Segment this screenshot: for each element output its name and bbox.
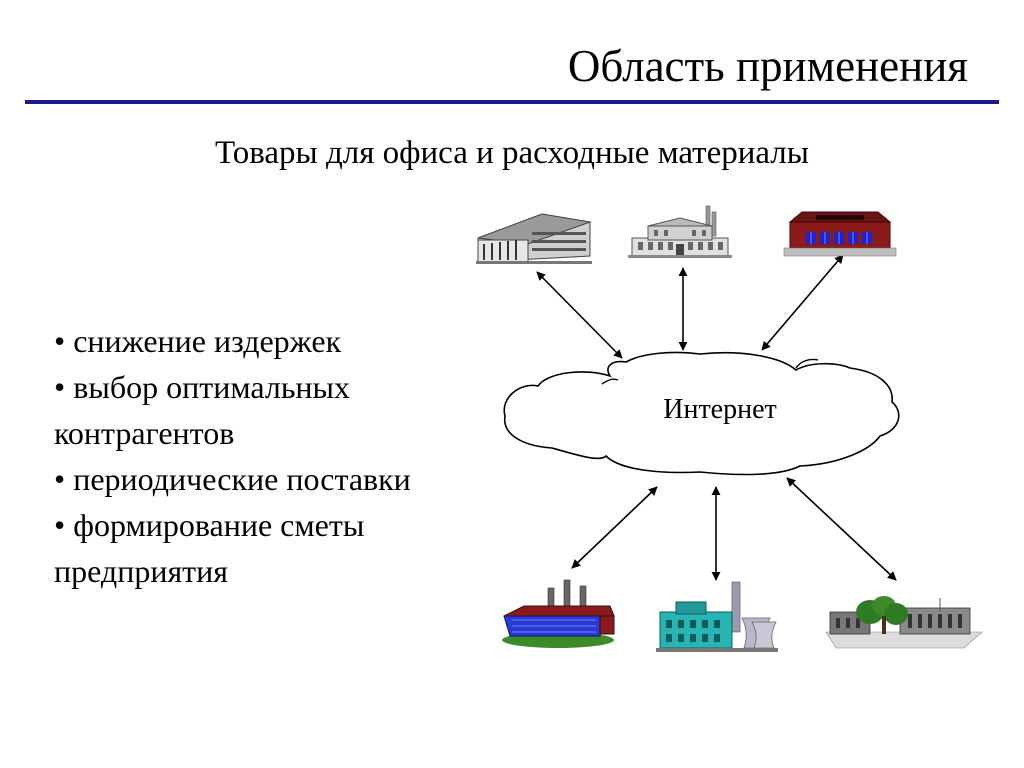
arrow-top-left (536, 271, 623, 359)
bullet-item: периодические поставки (54, 456, 514, 502)
factory-with-chimneys-icon (628, 205, 732, 258)
campus-building-icon (825, 596, 983, 649)
slide-subtitle: Товары для офиса и расходные материалы (215, 135, 809, 171)
bullet-item: снижение издержек (54, 318, 514, 364)
arrow-bottom-right (786, 477, 897, 581)
red-brick-building-icon (783, 211, 897, 257)
bullet-item: формирование сметы предприятия (54, 502, 514, 594)
arrow-top-right (761, 254, 844, 351)
arrow-bottom-left (571, 486, 658, 569)
bullet-list: снижение издержек выбор оптимальных конт… (54, 318, 514, 594)
blue-factory-icon (502, 579, 615, 648)
bullet-item: выбор оптимальных контрагентов (54, 364, 514, 456)
internet-label: Интернет (663, 394, 777, 425)
power-plant-icon (656, 581, 778, 652)
slide-title: Область применения (567, 41, 968, 91)
title-underline (25, 100, 999, 104)
office-block-icon (476, 213, 592, 264)
connection-arrows (536, 254, 897, 581)
